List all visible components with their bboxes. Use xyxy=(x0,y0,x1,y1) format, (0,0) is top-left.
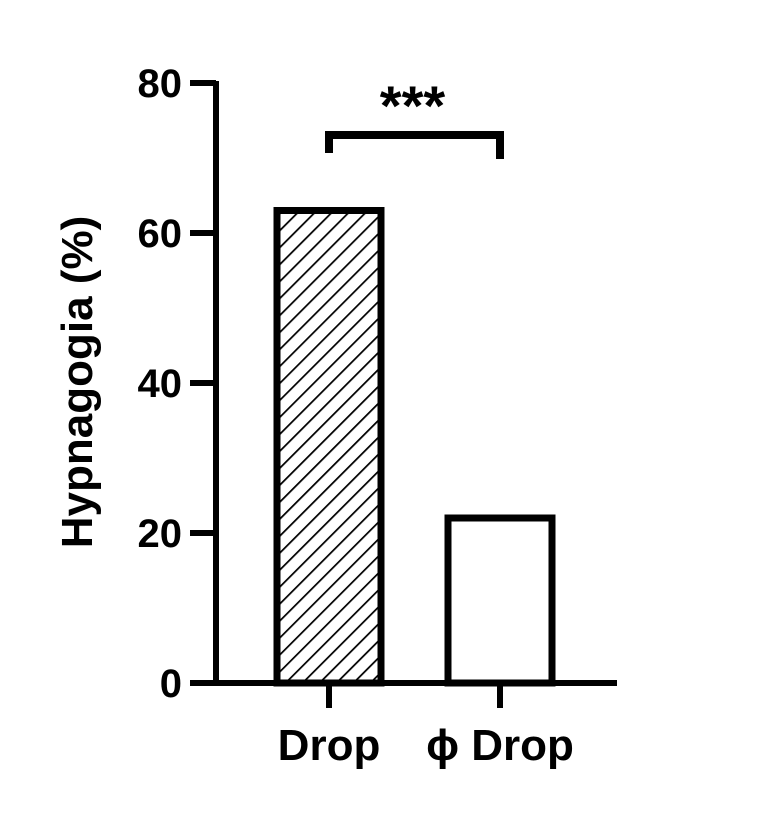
bar-0 xyxy=(273,207,385,687)
y-tick-label-0: 0 xyxy=(160,662,182,706)
significance-annotation: *** xyxy=(325,74,504,159)
significance-label: *** xyxy=(380,74,446,137)
y-tick-label-60: 60 xyxy=(138,212,183,256)
bar-1 xyxy=(444,514,556,687)
x-axis: Drop ϕ Drop xyxy=(213,680,617,770)
x-tick-label-0: Drop xyxy=(278,721,381,770)
y-tick-label-20: 20 xyxy=(138,512,183,556)
y-tick-label-80: 80 xyxy=(138,62,183,106)
y-axis-title: Hypnagogia (%) xyxy=(53,216,102,548)
bars xyxy=(273,207,556,687)
x-tick-label-1: ϕ Drop xyxy=(426,721,574,770)
significance-bracket xyxy=(325,131,504,159)
y-tick-label-40: 40 xyxy=(138,362,183,406)
y-axis: 0 20 40 60 80 xyxy=(138,62,219,706)
